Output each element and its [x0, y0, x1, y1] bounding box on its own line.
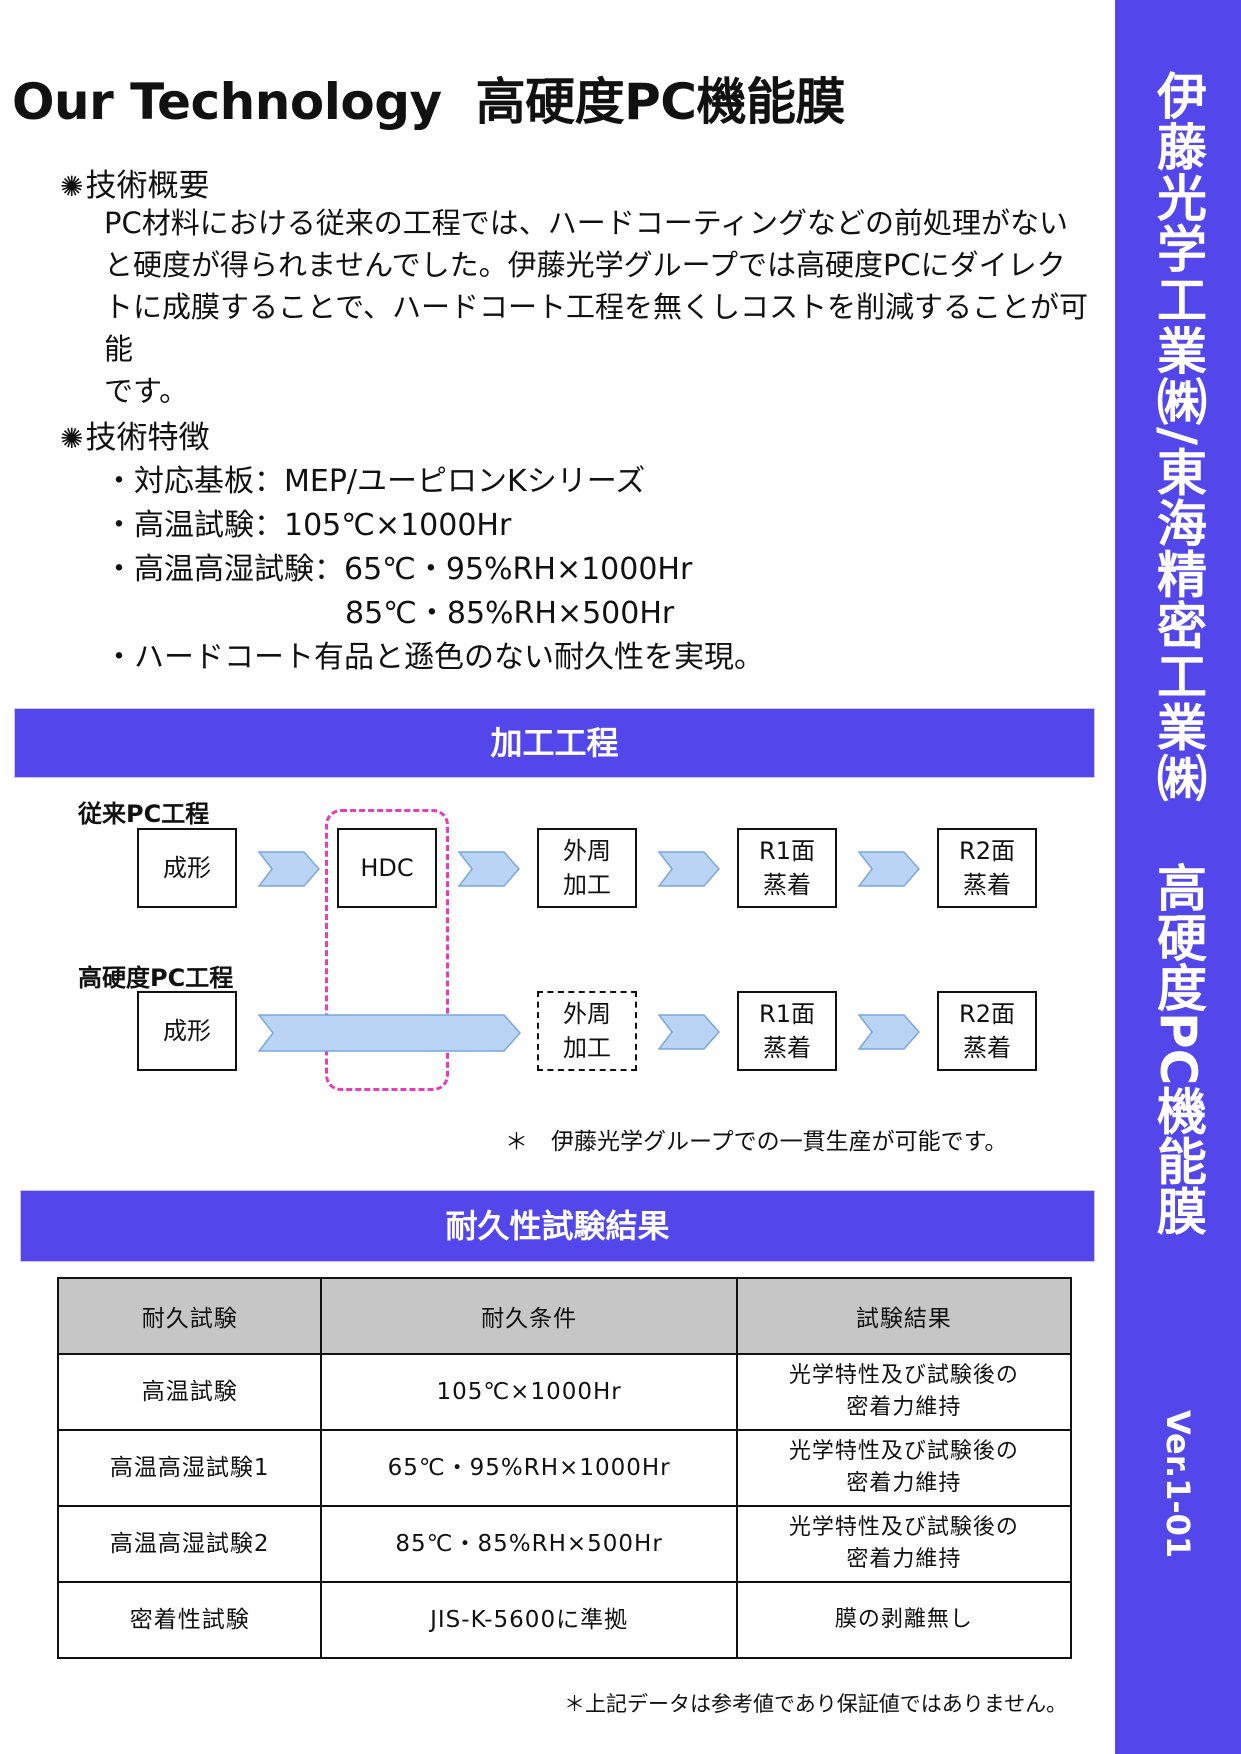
step-label: R2面 蒸着	[959, 1000, 1015, 1062]
condition-cell: 105℃×1000Hr	[320, 1353, 738, 1431]
hard-pc-process-label: 高硬度PC工程	[78, 964, 234, 992]
step-label: HDC	[360, 854, 414, 882]
result-text: 光学特性及び試験後の 密着力維持	[788, 1515, 1019, 1572]
overview-body: PC材料における従来の工程では、ハードコーティングなどの前処理がない と硬度が得…	[104, 202, 1094, 412]
step-r2-deposition: R2面 蒸着	[937, 991, 1037, 1071]
page-title: Our Technology 高硬度PC機能膜	[12, 62, 845, 134]
step-label: R2面 蒸着	[959, 837, 1015, 899]
overview-line: トに成膜することで、ハードコート工程を無くしコストを削減することが可能	[104, 290, 1088, 366]
step-r2-deposition: R2面 蒸着	[937, 828, 1037, 908]
table-row: 密着性試験 JIS-K-5600に準拠 膜の剥離無し	[56, 1581, 1073, 1659]
chevron-right-icon	[258, 851, 320, 887]
feature-item: ・対応基板：MEP/ユーピロンKシリーズ	[104, 464, 646, 499]
side-product-name: 高硬度PC機能膜	[1149, 862, 1207, 1236]
result-text: 光学特性及び試験後の 密着力維持	[788, 1439, 1019, 1496]
overview-line: です。	[104, 374, 189, 408]
test-name-cell: 高温高湿試験2	[56, 1505, 323, 1583]
feature-item: ・高温高湿試験：65℃・95%RH×1000Hr	[104, 552, 693, 587]
hdc-highlight-frame	[325, 809, 449, 1091]
step-label: 外周 加工	[563, 1000, 611, 1062]
step-label: 成形	[163, 854, 211, 882]
table-row: 高温高湿試験1 65℃・95%RH×1000Hr 光学特性及び試験後の 密着力維…	[56, 1429, 1073, 1507]
column-header: 耐久条件	[320, 1277, 738, 1355]
page-title-main: Our Technology	[12, 73, 442, 131]
result-cell: 光学特性及び試験後の 密着力維持	[735, 1429, 1073, 1507]
overview-heading-text: 技術概要	[85, 168, 210, 204]
condition-cell: JIS-K-5600に準拠	[320, 1581, 738, 1659]
conventional-process-label: 従来PC工程	[78, 800, 210, 828]
page-title-sub: 高硬度PC機能膜	[475, 73, 846, 131]
step-label: R1面 蒸着	[759, 1000, 815, 1062]
burst-icon: ✺	[60, 170, 84, 203]
test-name-cell: 高温高湿試験1	[56, 1429, 323, 1507]
chevron-right-icon	[658, 851, 720, 887]
result-cell: 膜の剥離無し	[735, 1581, 1073, 1659]
test-name-cell: 密着性試験	[56, 1581, 323, 1659]
feature-item: ・高温試験：105℃×1000Hr	[104, 508, 512, 543]
overview-line: と硬度が得られませんでした。伊藤光学グループでは高硬度PCにダイレク	[104, 248, 1066, 282]
side-version: Ver.1-01	[1159, 1410, 1197, 1559]
column-header: 耐久試験	[56, 1277, 323, 1355]
table-row: 高温高湿試験2 85℃・85%RH×500Hr 光学特性及び試験後の 密着力維持	[56, 1505, 1073, 1583]
step-label: 成形	[163, 1017, 211, 1045]
condition-cell: 65℃・95%RH×1000Hr	[320, 1429, 738, 1507]
chevron-right-icon	[658, 1014, 720, 1050]
feature-item: 85℃・85%RH×500Hr	[345, 596, 675, 631]
result-cell: 光学特性及び試験後の 密着力維持	[735, 1353, 1073, 1431]
footer-disclaimer: ＊上記データは参考値であり保証値ではありません。	[564, 1692, 1068, 1716]
step-molding: 成形	[137, 991, 237, 1071]
results-table: 耐久試験 耐久条件 試験結果 高温試験 105℃×1000Hr 光学特性及び試験…	[56, 1277, 1073, 1659]
step-label: 外周 加工	[563, 837, 611, 899]
long-arrow-icon	[258, 1014, 521, 1052]
step-r1-deposition: R1面 蒸着	[737, 991, 837, 1071]
overview-line: PC材料における従来の工程では、ハードコーティングなどの前処理がない	[104, 206, 1068, 240]
burst-icon: ✺	[60, 422, 84, 455]
features-heading: ✺技術特徴	[60, 412, 209, 457]
chevron-right-icon	[458, 851, 520, 887]
results-band: 耐久性試験結果	[20, 1190, 1095, 1262]
table-row: 高温試験 105℃×1000Hr 光学特性及び試験後の 密着力維持	[56, 1353, 1073, 1431]
step-molding: 成形	[137, 828, 237, 908]
chevron-right-icon	[858, 851, 920, 887]
table-header-row: 耐久試験 耐久条件 試験結果	[56, 1277, 1073, 1355]
test-name-cell: 高温試験	[56, 1353, 323, 1431]
process-note: ＊ 伊藤光学グループでの一貫生産が可能です。	[505, 1129, 1008, 1155]
side-company-name: 伊藤光学工業㈱/東海精密工業㈱	[1149, 70, 1207, 804]
overview-heading: ✺技術概要	[60, 160, 209, 205]
result-cell: 光学特性及び試験後の 密着力維持	[735, 1505, 1073, 1583]
step-r1-deposition: R1面 蒸着	[737, 828, 837, 908]
step-edge-processing: 外周 加工	[537, 828, 637, 908]
result-text: 光学特性及び試験後の 密着力維持	[788, 1363, 1019, 1420]
features-heading-text: 技術特徴	[85, 420, 210, 456]
process-band: 加工工程	[14, 708, 1095, 778]
step-label: R1面 蒸着	[759, 837, 815, 899]
step-edge-processing: 外周 加工	[537, 991, 637, 1071]
side-banner: 伊藤光学工業㈱/東海精密工業㈱ 高硬度PC機能膜 Ver.1-01	[1115, 0, 1241, 1754]
result-text: 膜の剥離無し	[834, 1607, 973, 1632]
condition-cell: 85℃・85%RH×500Hr	[320, 1505, 738, 1583]
step-hdc: HDC	[337, 828, 437, 908]
column-header: 試験結果	[735, 1277, 1073, 1355]
feature-item: ・ハードコート有品と遜色のない耐久性を実現。	[104, 640, 764, 675]
chevron-right-icon	[858, 1014, 920, 1050]
